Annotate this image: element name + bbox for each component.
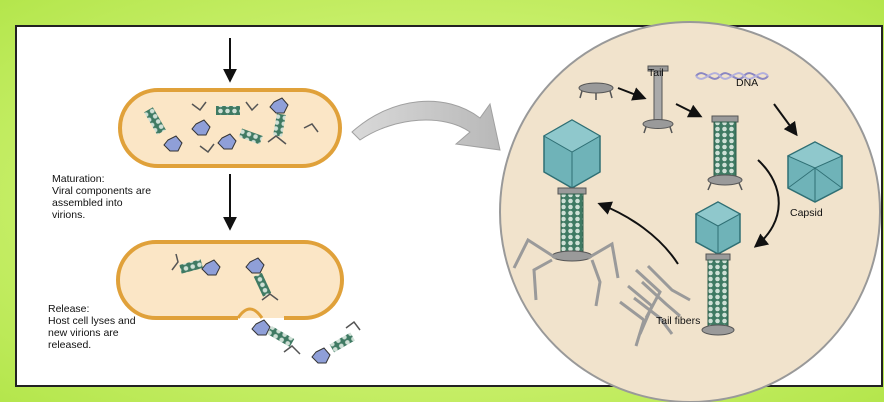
arrow-tail-to-sheath [675,103,703,118]
virion-4 [245,257,279,301]
maturation-line3: virions. [52,209,85,221]
tail-fiber-piece [199,143,215,154]
sheath-piece [216,106,240,115]
release-line3: released. [48,339,91,351]
tail-fiber-piece [191,101,207,112]
baseplate-part [578,82,614,100]
dna-label: DNA [736,77,758,89]
sheathed-tail-part [707,115,743,191]
arrow-dna-to-capsid [773,103,798,137]
arrow-sheath-to-assembly [753,159,780,248]
capsid-part [786,141,844,203]
tail-fibers-label: Tail fibers [656,315,700,327]
released-virion-2 [311,320,361,364]
head-piece [191,119,211,136]
arrow-baseplate-to-tail [617,87,647,101]
tail-label: Tail [648,67,664,79]
virion-3 [171,253,221,276]
tail-fiber-piece [303,123,319,133]
tail-fibers-part [619,264,691,347]
release-line1: Host cell lyses and [48,315,136,327]
virion-1 [144,107,183,152]
assembly-circle [499,21,881,402]
host-cell-release [116,240,344,320]
assembled-phage-no-fibers [694,201,742,336]
head-piece [217,133,237,150]
maturation-line2: assembled into [52,197,123,209]
tail-tube-part [642,65,674,134]
dna-strand-2 [695,72,769,80]
complete-phage [512,119,620,307]
released-virion-1 [251,319,301,355]
maturation-line1: Viral components are [52,185,151,197]
release-line2: new virions are [48,327,119,339]
host-cell-maturation [118,88,342,168]
zoom-arrow [351,100,501,151]
arrow-to-complete-phage [597,201,679,265]
tail-fiber-piece [245,101,259,112]
release-title: Release: [48,303,89,315]
virion-2 [267,97,289,145]
maturation-title: Maturation: [52,173,105,185]
capsid-label: Capsid [790,207,823,219]
sheath-piece [238,128,263,145]
